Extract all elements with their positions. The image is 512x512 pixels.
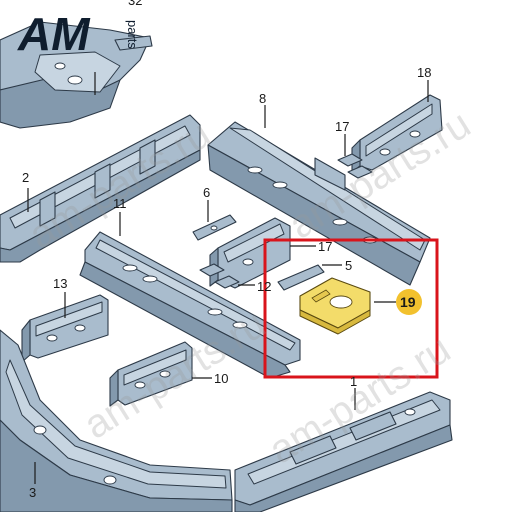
- callout-13: 17: [335, 119, 349, 134]
- part-3: [0, 329, 233, 512]
- am-parts-logo: AM parts: [17, 8, 140, 60]
- callout-8: 8: [259, 91, 266, 106]
- callout-10: 10: [214, 371, 228, 386]
- part-10: [109, 341, 212, 407]
- part-18: [351, 80, 443, 173]
- part-6: [192, 200, 237, 241]
- highlight-frame: [263, 238, 439, 379]
- logo-sub-text: parts: [125, 20, 140, 49]
- callout-11: 13: [53, 276, 67, 291]
- part-2: [0, 114, 201, 263]
- callout-1: 1: [350, 374, 357, 389]
- part-1: [234, 388, 453, 512]
- callout-3: 3: [29, 485, 36, 500]
- callout-32: 32: [128, 0, 142, 8]
- part-11: [21, 292, 109, 363]
- part-13: [337, 134, 373, 179]
- part-9: [79, 212, 301, 379]
- callout-17: 17: [318, 239, 332, 254]
- part-19-highlighted: [299, 277, 396, 335]
- part-32-assembly: [0, 21, 153, 129]
- logo-main-text: AM: [17, 8, 91, 60]
- part-5: [277, 264, 342, 291]
- callout-2: 2: [22, 170, 29, 185]
- callout-6: 6: [203, 185, 210, 200]
- highlight-badge: [396, 289, 422, 315]
- callout-12: 12: [257, 279, 271, 294]
- callout-19: 19: [400, 294, 416, 310]
- part-12: [199, 263, 255, 289]
- callout-18: 18: [417, 65, 431, 80]
- part-17-bracket: [209, 217, 291, 289]
- callout-5: 5: [345, 258, 352, 273]
- callout-9: 11: [113, 196, 127, 211]
